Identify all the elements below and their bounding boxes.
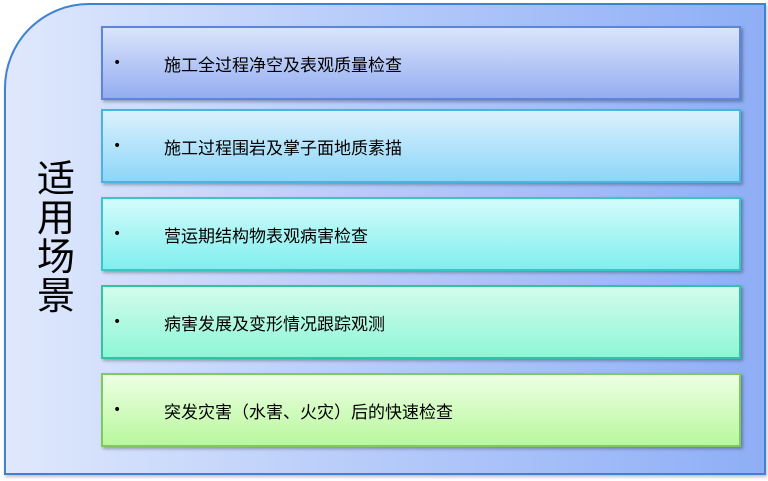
- bullet: •: [113, 226, 122, 242]
- side-char: 适: [36, 157, 75, 201]
- scenario-text: 施工全过程净空及表观质量检查: [164, 55, 402, 76]
- side-char: 场: [36, 235, 75, 279]
- scenario-item: • 施工全过程净空及表观质量检查: [101, 26, 741, 100]
- side-label: 适 用 场 景: [34, 160, 78, 316]
- side-char: 景: [36, 274, 75, 318]
- scenario-text: 突发灾害（水害、火灾）后的快速检查: [164, 402, 453, 423]
- bullet: •: [113, 402, 122, 418]
- scenario-text: 病害发展及变形情况跟踪观测: [164, 314, 385, 335]
- scenario-item: • 突发灾害（水害、火灾）后的快速检查: [101, 373, 741, 447]
- bullet: •: [113, 138, 122, 154]
- bullet: •: [113, 55, 122, 71]
- bullet: •: [113, 314, 122, 330]
- scenario-text: 营运期结构物表观病害检查: [164, 226, 368, 247]
- scenario-text: 施工过程围岩及掌子面地质素描: [164, 138, 402, 159]
- side-char: 用: [36, 196, 75, 240]
- scenario-item: • 病害发展及变形情况跟踪观测: [101, 285, 741, 359]
- scenario-item: • 施工过程围岩及掌子面地质素描: [101, 109, 741, 183]
- scenario-item: • 营运期结构物表观病害检查: [101, 197, 741, 271]
